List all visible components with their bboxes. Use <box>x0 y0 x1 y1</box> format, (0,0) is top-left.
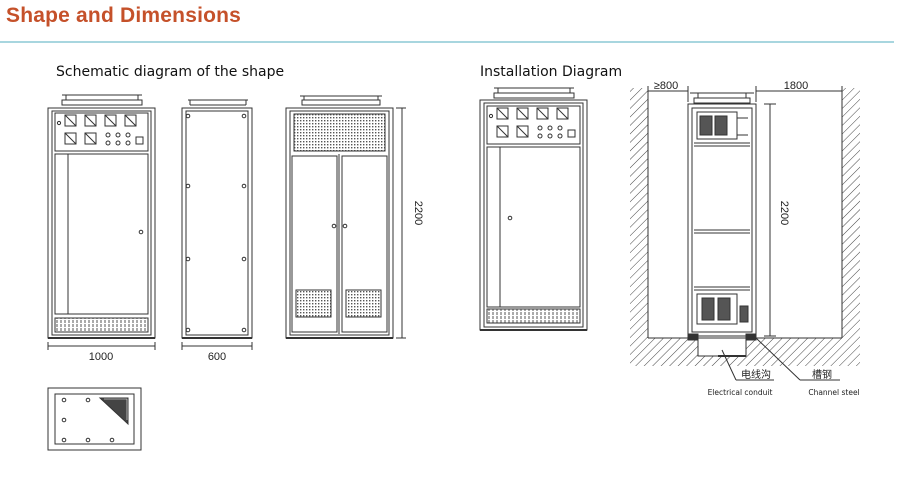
cabinet-front-view <box>47 94 156 339</box>
header-divider <box>0 41 894 43</box>
channel-label-cn: 槽钢 <box>812 368 832 381</box>
installation-section-view <box>630 88 860 366</box>
base-plan-view <box>47 387 142 451</box>
installation-front-view <box>479 87 588 331</box>
callout-leaders <box>721 337 840 381</box>
installation-caption: Installation Diagram <box>480 64 623 80</box>
schematic-caption: Schematic diagram of the shape <box>56 64 285 80</box>
height-dimension-label: 2200 <box>412 201 424 225</box>
width-dimension-line <box>47 342 156 350</box>
depth-dimension-label: 600 <box>208 351 226 363</box>
conduit-label-en: Electrical conduit <box>708 388 773 397</box>
front-clearance-label: ≥800 <box>654 80 678 92</box>
cabinet-rear-view <box>285 95 394 339</box>
depth-dimension-line <box>181 342 253 350</box>
height-dimension-line <box>396 107 406 339</box>
install-height-label: 2200 <box>778 201 790 225</box>
room-depth-label: 1800 <box>784 80 808 92</box>
cabinet-side-view <box>181 99 253 339</box>
page-title: Shape and Dimensions <box>6 4 242 27</box>
conduit-label-cn: 电线沟 <box>741 368 771 381</box>
channel-label-en: Channel steel <box>808 388 859 397</box>
clearance-dimension-lines <box>647 86 843 337</box>
width-dimension-label: 1000 <box>89 351 113 363</box>
